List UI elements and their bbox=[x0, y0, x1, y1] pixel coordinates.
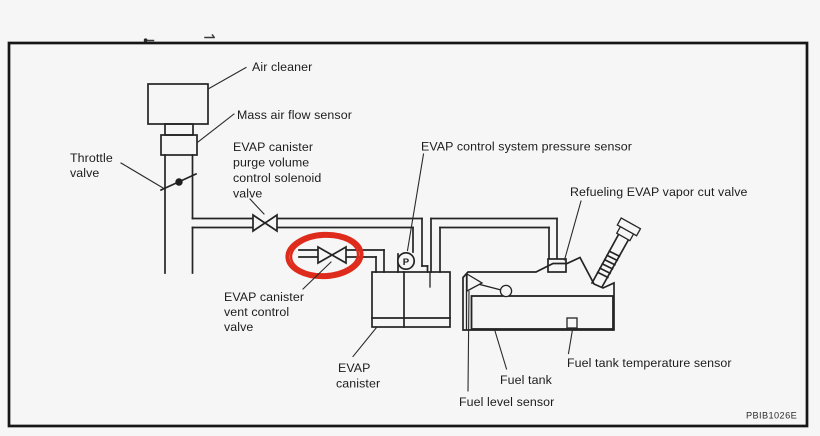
canister-body bbox=[371, 271, 451, 328]
label-purge-valve-line1: EVAP canister bbox=[233, 140, 313, 154]
air-intake-assembly bbox=[147, 83, 209, 274]
scan-artifact-marks bbox=[143, 33, 216, 43]
label-vent-valve-line2: vent control bbox=[224, 305, 289, 319]
pressure-sensor: P bbox=[396, 251, 416, 271]
figure-code: PBIB1026E bbox=[746, 411, 797, 421]
diagram-border bbox=[7, 41, 809, 428]
throttle-pivot-dot bbox=[175, 178, 183, 186]
vent-control-valve-symbol bbox=[317, 245, 347, 265]
label-throttle-valve-line2: valve bbox=[70, 166, 99, 180]
air-cleaner-box bbox=[147, 83, 209, 125]
purge-line bbox=[191, 213, 429, 273]
label-fuel-level-sensor: Fuel level sensor bbox=[459, 395, 554, 409]
label-fuel-tank: Fuel tank bbox=[500, 373, 553, 387]
fuel-level-sensor-assembly bbox=[466, 272, 513, 298]
fuel-hatched-area bbox=[470, 295, 614, 330]
label-air-cleaner: Air cleaner bbox=[252, 60, 312, 74]
label-throttle-valve-line1: Throttle bbox=[70, 151, 113, 165]
label-evap-canister-line1: EVAP bbox=[338, 361, 371, 375]
label-evap-canister-line2: canister bbox=[336, 377, 380, 391]
fuel-tank-outline bbox=[462, 256, 615, 331]
fuel-level-float bbox=[499, 284, 513, 298]
label-vent-valve-line1: EVAP canister bbox=[224, 290, 304, 304]
label-purge-valve-line3: control solenoid bbox=[233, 171, 321, 185]
leader-lines bbox=[120, 66, 582, 392]
filler-neck-stripes bbox=[596, 250, 621, 279]
pressure-sensor-circle bbox=[396, 251, 416, 271]
label-purge-valve-line2: purge volume bbox=[233, 156, 309, 170]
evap-canister bbox=[371, 253, 451, 328]
fuel-level-sensor-body bbox=[466, 272, 484, 293]
air-cleaner-neck bbox=[164, 123, 194, 136]
mass-air-flow-sensor-box bbox=[160, 134, 198, 156]
filler-neck bbox=[590, 217, 642, 289]
fuel-tank-temperature-sensor-box bbox=[566, 317, 578, 329]
label-pressure-sensor: EVAP control system pressure sensor bbox=[421, 140, 632, 154]
label-purge-valve-line4: valve bbox=[233, 187, 262, 201]
vent-valve-line bbox=[298, 245, 385, 273]
labels: Air cleaner Mass air flow sensor Throttl… bbox=[70, 60, 797, 421]
vapor-line bbox=[430, 217, 567, 273]
filler-cap bbox=[615, 217, 642, 242]
label-refueling-vapor-cut-valve: Refueling EVAP vapor cut valve bbox=[570, 185, 747, 199]
label-mass-air-flow-sensor: Mass air flow sensor bbox=[237, 108, 352, 122]
label-vent-valve-line3: valve bbox=[224, 320, 253, 334]
highlight-ellipse bbox=[285, 231, 364, 280]
label-fuel-tank-temperature-sensor: Fuel tank temperature sensor bbox=[567, 356, 732, 370]
pressure-sensor-letter: P bbox=[403, 257, 410, 268]
fuel-tank bbox=[462, 217, 642, 331]
purge-solenoid-valve-symbol bbox=[252, 213, 278, 233]
